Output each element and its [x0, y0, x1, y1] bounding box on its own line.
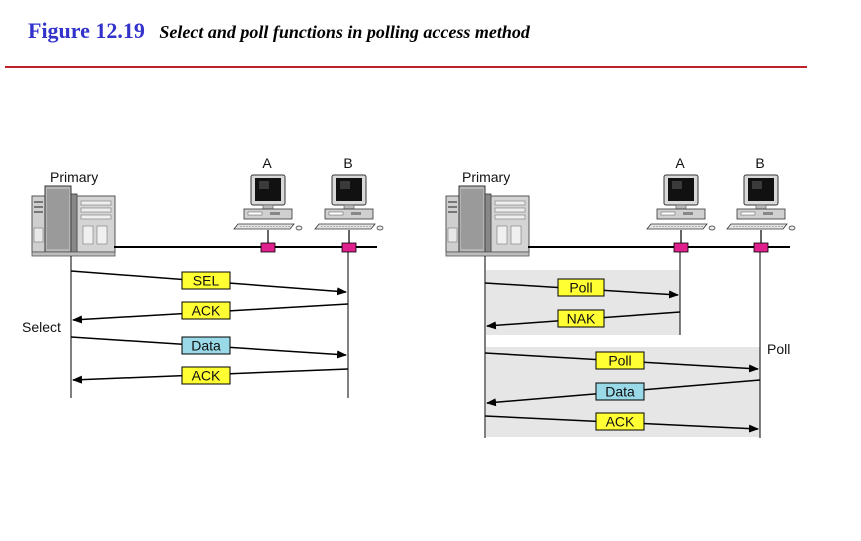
sel-message-box: SEL	[181, 271, 231, 290]
select-primary-label: Primary	[50, 169, 98, 185]
nak-message-label: NAK	[567, 311, 596, 327]
poll-ack-message-box: ACK	[595, 412, 645, 431]
poll-primary-label: Primary	[462, 169, 510, 185]
select-station-b-connector	[341, 242, 357, 253]
select-data-message-label: Data	[191, 338, 221, 354]
poll-station-b-computer-icon	[726, 174, 796, 231]
figure-caption: Select and poll functions in polling acc…	[159, 22, 530, 42]
sel-message-label: SEL	[193, 273, 220, 289]
poll-station-a-connector	[673, 242, 689, 253]
select-station-a-connector	[260, 242, 276, 253]
poll-a-message-box: Poll	[557, 278, 605, 297]
nak-message-box: NAK	[557, 309, 605, 328]
poll-side-label: Poll	[767, 341, 790, 357]
select-station-b-label: B	[343, 155, 352, 171]
select-ack-message-label-2: ACK	[192, 368, 221, 384]
poll-a-message-label: Poll	[569, 280, 592, 296]
select-ack-message-box-2: ACK	[181, 366, 231, 385]
select-side-label: Select	[22, 319, 61, 335]
poll-ack-message-label: ACK	[606, 414, 635, 430]
select-ack-message-box-1: ACK	[181, 301, 231, 320]
select-data-message-box: Data	[181, 336, 231, 355]
poll-station-a-label: A	[675, 155, 685, 171]
select-ack-message-label-1: ACK	[192, 303, 221, 319]
select-panel: Primary A B SEL ACK Data ACK	[22, 155, 384, 398]
poll-station-b-label: B	[755, 155, 764, 171]
select-station-a-computer-icon	[233, 174, 303, 231]
poll-primary-server-icon	[445, 185, 530, 257]
poll-panel: Primary A B Poll NAK Poll	[445, 155, 796, 438]
poll-data-message-label: Data	[605, 384, 635, 400]
select-station-b-computer-icon	[314, 174, 384, 231]
poll-b-message-label: Poll	[608, 353, 631, 369]
figure-title: Figure 12.19 Select and poll functions i…	[28, 18, 530, 44]
figure-number: Figure 12.19	[28, 18, 145, 43]
poll-data-message-box: Data	[595, 382, 645, 401]
title-rule	[5, 66, 807, 68]
poll-b-message-box: Poll	[595, 351, 645, 370]
select-primary-server-icon	[31, 185, 116, 257]
poll-station-b-connector	[753, 242, 769, 253]
poll-station-a-computer-icon	[646, 174, 716, 231]
select-station-a-label: A	[262, 155, 272, 171]
